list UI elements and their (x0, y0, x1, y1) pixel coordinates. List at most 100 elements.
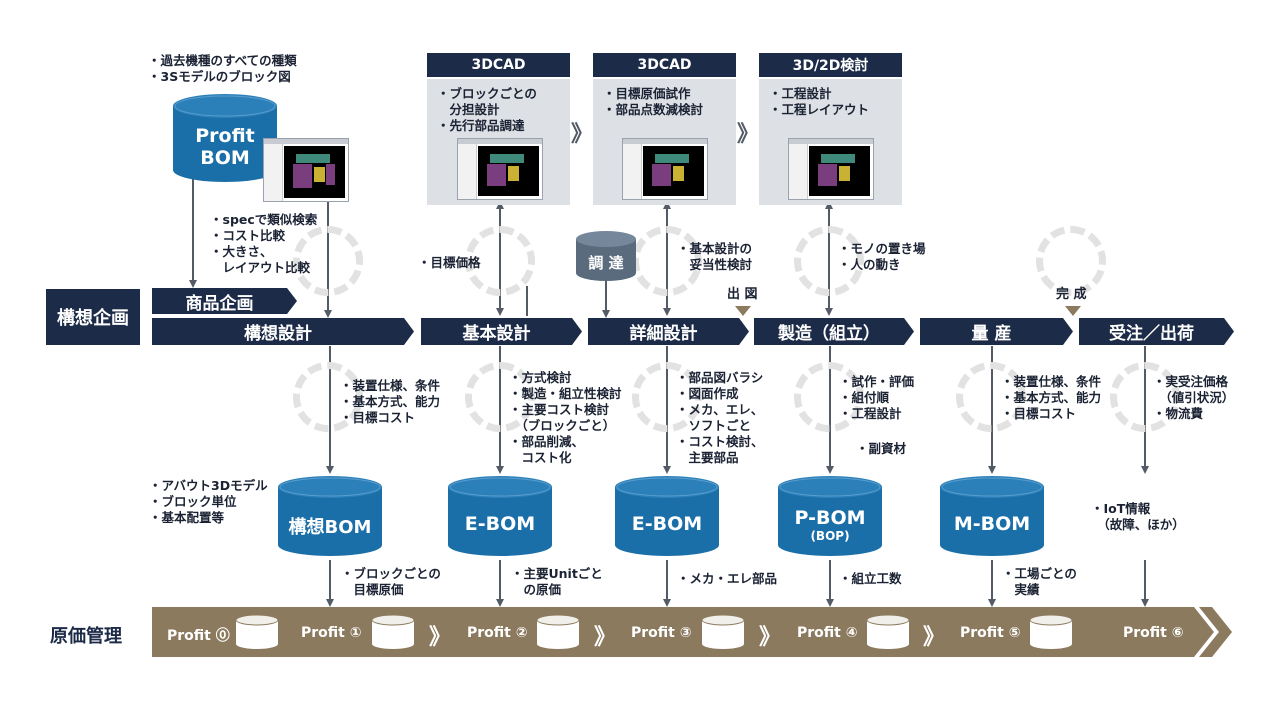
profit-bom-notes: ・過去機種のすべての種類 ・3Sモデルのブロック図 (148, 53, 297, 85)
profit-bom-cylinder (173, 94, 277, 182)
note-line: ・物流費 (1153, 406, 1204, 421)
note-line: ・試作・評価 (839, 374, 915, 389)
profit-bom-line2: BOM (200, 147, 250, 169)
bom-label-pbom: P-BOM (BOP) (778, 507, 882, 544)
profit-5: Profit ⑤ (960, 625, 1021, 641)
cycle-ring (1110, 362, 1180, 432)
cycle-ring (465, 226, 535, 296)
row-label-cost: 原価管理 (50, 626, 122, 647)
note-line: ソフトごと (676, 418, 752, 433)
note-line: コスト化 (509, 450, 572, 465)
note-line: （故障、ほか） (1091, 517, 1185, 532)
notes-detail: ・部品図バラシ ・図面作成 ・メカ、エレ、 ソフトごと ・コスト検討、 主要部品 (676, 370, 764, 466)
profit-bom-label: Profit BOM (173, 125, 277, 169)
note-line: ・モノの置き場 (838, 241, 926, 256)
procurement-cylinder (576, 231, 636, 281)
chevron-icon: 》 (737, 122, 760, 147)
note-line: ・先行部品調達 (437, 118, 525, 133)
note-line: ・目標原価試作 (603, 86, 691, 101)
bom-label-ebom-basic: E-BOM (464, 513, 536, 535)
note-line: ・基本方式、能力 (340, 394, 441, 409)
note-line: ・IoT情報 (1091, 501, 1151, 516)
profit-6: Profit ⑥ (1123, 625, 1184, 641)
cycle-ring (794, 226, 864, 296)
tool-title-3d2d: 3D/2D検討 (759, 53, 902, 77)
note-line: 妥当性検討 (677, 257, 753, 272)
note-line: 実績 (1002, 582, 1040, 597)
note-line: ・部品図バラシ (676, 370, 764, 385)
notes-basic: ・方式検討 ・製造・組立性検討 ・主要コスト検討 （ブロックごと） ・部品削減、… (509, 370, 622, 466)
note-line: （値引状況） (1153, 390, 1235, 405)
phase-manufacturing: 製造（組立） (778, 324, 880, 344)
row-label-concept-text: 構想企画 (57, 308, 129, 329)
cost-notes-c1: ・ブロックごとの 目標原価 (341, 566, 441, 598)
note-line: ・工場ごとの (1002, 566, 1077, 581)
drawing-out-marker (735, 306, 751, 316)
note-line: ・specで類似検索 (210, 212, 318, 227)
note-line: レイアウト比較 (210, 260, 311, 275)
bom-label-ebom-detail: E-BOM (631, 513, 703, 535)
note-line: ・メカ、エレ、 (676, 402, 764, 417)
note-line: ・基本配置等 (149, 510, 225, 525)
bom-label-mbom: M-BOM (953, 513, 1031, 535)
note-line: 主要部品 (676, 450, 739, 465)
phase-basic-design: 基本設計 (462, 324, 531, 344)
tool-items-3dcad-2: ・目標原価試作 ・部品点数減検討 (603, 86, 703, 118)
note-line: 目標原価 (341, 582, 404, 597)
bom-label-pbom-sub: (BOP) (810, 529, 850, 543)
note-line: ・主要コスト検討 (509, 402, 610, 417)
profit-1: Profit ① (301, 625, 362, 641)
cad-screenshot-thumbnail (263, 138, 349, 202)
profit-bom-search-notes: ・specで類似検索 ・コスト比較 ・大きさ、 レイアウト比較 (210, 212, 317, 276)
chevron-icon: 》 (759, 625, 782, 650)
note-line: ・主要Unitごと (511, 566, 603, 581)
row-label-concept: 構想企画 (46, 289, 140, 345)
completion-marker (1065, 306, 1081, 316)
chevron-icon: 》 (923, 625, 946, 650)
cost-note-c3: ・メカ・エレ部品 (677, 571, 778, 586)
phase-order-shipping: 受注／出荷 (1109, 324, 1194, 344)
bom-cylinder-ebom-basic (448, 476, 552, 556)
milestone-completion: 完 成 (1056, 287, 1087, 302)
tool-title-3dcad-2: 3DCAD (593, 53, 736, 77)
cad-screenshot-thumbnail (622, 138, 708, 200)
profit-bom-line1: Profit (195, 125, 255, 147)
note-line: ・ブロックごとの (341, 566, 441, 581)
cycle-ring (293, 362, 363, 432)
cad-screenshot-thumbnail (788, 138, 874, 200)
chevron-icon: 》 (429, 625, 452, 650)
profit-0: Profit ⓪ (167, 628, 230, 644)
note-line: ・方式検討 (509, 370, 572, 385)
note-line: ・図面作成 (676, 386, 739, 401)
cycle-ring (293, 226, 363, 296)
bom-label-pbom-main: P-BOM (794, 507, 866, 529)
profit-2: Profit ② (467, 625, 528, 641)
note-placement: ・モノの置き場 ・人の動き (838, 241, 926, 273)
phase-mass-production: 量 産 (971, 324, 1012, 344)
note-line: （ブロックごと） (509, 418, 616, 433)
note-line: ・コスト検討、 (676, 434, 764, 449)
phase-bar-shapes (152, 318, 1234, 345)
note-line: ・組付順 (839, 390, 890, 405)
cycle-ring (632, 362, 702, 432)
note-line: ・基本方式、能力 (1001, 390, 1102, 405)
notes-concept: ・装置仕様、条件 ・基本方式、能力 ・目標コスト (340, 378, 440, 426)
note-line: ・工程設計 (769, 86, 832, 101)
note-line: ・製造・組立性検討 (509, 386, 622, 401)
note-line: 分担設計 (437, 102, 500, 117)
profit-3: Profit ③ (631, 625, 692, 641)
note-line: ・工程設計 (839, 406, 902, 421)
notes-order: ・実受注価格 （値引状況） ・物流費 (1153, 374, 1234, 422)
phase-detail-design: 詳細設計 (629, 324, 698, 344)
bom-cylinder-concept (278, 476, 382, 556)
tool-title-3dcad-1: 3DCAD (427, 53, 570, 77)
note-line: ・部品削減、 (509, 434, 585, 449)
note-line: の原価 (511, 582, 562, 597)
notes-iot: ・IoT情報 （故障、ほか） (1091, 501, 1185, 533)
chevron-icon: 》 (594, 625, 617, 650)
note-line: ・目標コスト (1001, 406, 1077, 421)
note-line: ・アバウト3Dモデル (149, 478, 268, 493)
cycle-ring (1036, 226, 1106, 296)
phase-arrow-product-planning-shape (152, 288, 297, 314)
procurement-label: 調 達 (588, 254, 624, 272)
